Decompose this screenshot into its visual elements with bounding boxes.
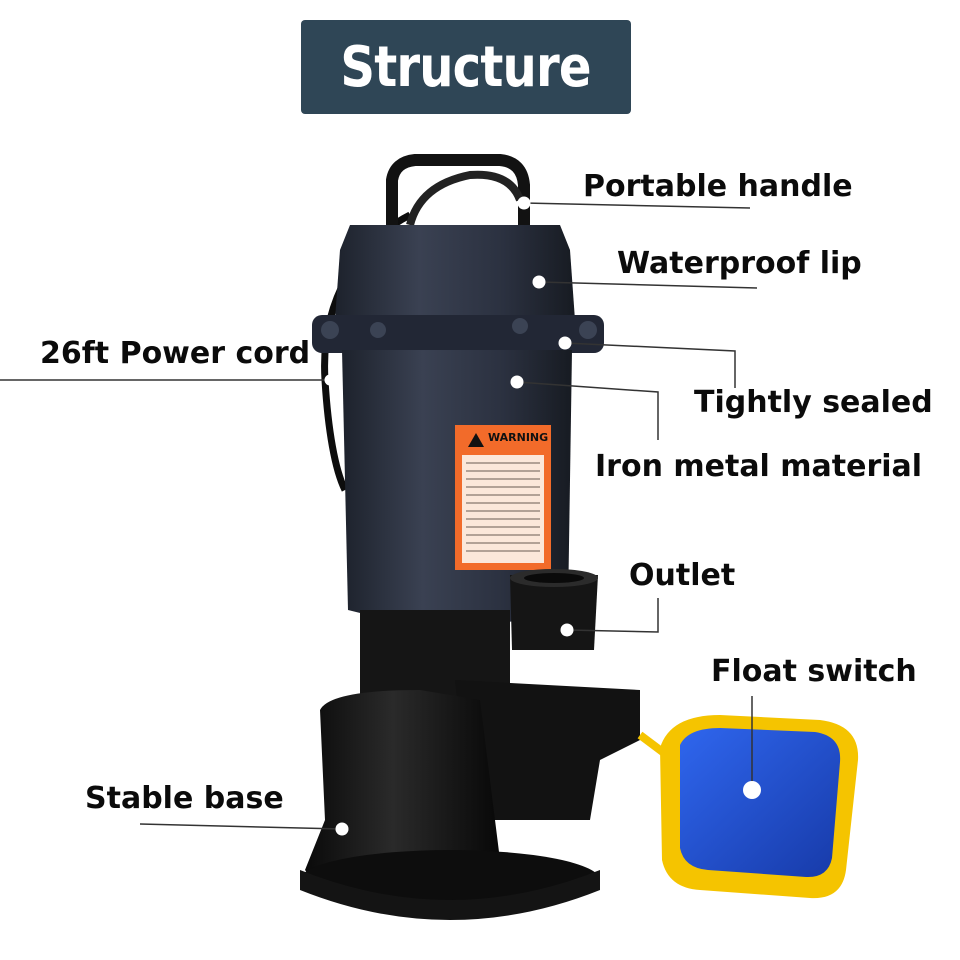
callout-dots — [324, 196, 761, 836]
leader-lines — [0, 202, 758, 830]
label-iron-metal: Iron metal material — [595, 449, 923, 484]
title-banner: Structure — [301, 20, 631, 114]
label-tightly-sealed: Tightly sealed — [694, 385, 933, 420]
page-title: Structure — [340, 34, 592, 100]
label-stable-base: Stable base — [85, 781, 284, 816]
label-power-cord: 26ft Power cord — [40, 336, 311, 371]
label-outlet: Outlet — [629, 558, 736, 593]
handle — [386, 154, 530, 230]
label-waterproof-lip: Waterproof lip — [617, 246, 862, 281]
seal-flange — [312, 315, 604, 353]
warning-heading: WARNING — [488, 431, 549, 444]
waterproof-lip — [335, 225, 575, 320]
outlet-pipe — [510, 575, 598, 650]
label-portable-handle: Portable handle — [583, 169, 853, 204]
label-float-switch: Float switch — [711, 654, 917, 689]
volute — [455, 680, 640, 820]
